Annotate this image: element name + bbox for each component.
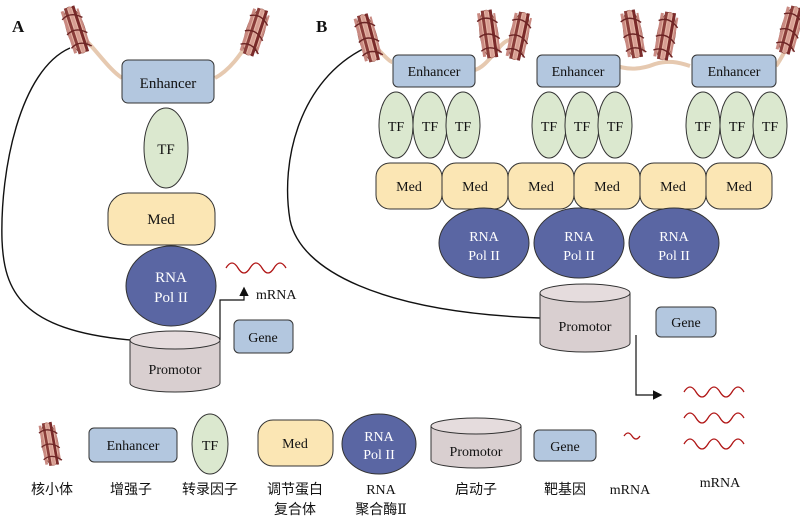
rna-pol-b-line1: RNA bbox=[659, 230, 689, 245]
legend-pol-line2: Pol II bbox=[363, 448, 395, 463]
enhancer-b-label: Enhancer bbox=[408, 65, 461, 80]
legend-caption-med-1: 调节蛋白 bbox=[267, 482, 323, 498]
legend-caption-pol-2: 聚合酶Ⅱ bbox=[355, 502, 407, 518]
rna-pol-b-line1: RNA bbox=[469, 230, 499, 245]
nucleosome-icon bbox=[773, 3, 800, 57]
legend-pol-swatch bbox=[341, 413, 417, 475]
legend-caption-med-2: 复合体 bbox=[274, 501, 316, 518]
rna-pol-b-line2: Pol II bbox=[563, 249, 595, 264]
rna-pol-b-line2: Pol II bbox=[658, 249, 690, 264]
promoter-a-label: Promotor bbox=[149, 363, 202, 378]
tf-b-group-1: TF TF TF bbox=[378, 91, 481, 159]
tf-b-label: TF bbox=[762, 120, 779, 135]
legend-caption-nucleosome: 核小体 bbox=[31, 482, 73, 498]
gene-a: Gene bbox=[233, 319, 294, 354]
rna-pol-b-line1: RNA bbox=[564, 230, 594, 245]
dna-connector-b-3 bbox=[611, 59, 691, 71]
tf-b-label: TF bbox=[695, 120, 712, 135]
med-b-label: Med bbox=[660, 180, 686, 195]
tf-b-label: TF bbox=[607, 120, 624, 135]
nucleosome-icon bbox=[618, 7, 648, 61]
rna-pol-ii-b-2: RNA Pol II bbox=[533, 207, 625, 279]
panel-b-label: B bbox=[316, 17, 327, 36]
legend-promoter-label: Promotor bbox=[450, 445, 503, 460]
legend: Enhancer TF Med RNA Pol II Promotor Gene… bbox=[31, 413, 651, 518]
mrna-wave-a bbox=[225, 262, 287, 274]
enhancer-b-2: Enhancer bbox=[536, 54, 621, 88]
med-b-label: Med bbox=[594, 180, 620, 195]
legend-tf-label: TF bbox=[202, 439, 219, 454]
promoter-b: Promotor bbox=[539, 283, 631, 353]
mrna-a-label: mRNA bbox=[256, 288, 297, 303]
gene-b-label: Gene bbox=[671, 316, 701, 331]
legend-tf-swatch bbox=[191, 413, 229, 475]
enhancer-b-label: Enhancer bbox=[552, 65, 605, 80]
enhancer-a-label: Enhancer bbox=[140, 76, 197, 92]
panel-a-label: A bbox=[12, 17, 25, 36]
gene-a-label: Gene bbox=[248, 331, 278, 346]
promoter-a: Promotor bbox=[129, 330, 221, 393]
nucleosome-icon bbox=[36, 420, 64, 468]
mrna-b-label: mRNA bbox=[700, 476, 741, 491]
legend-promoter-swatch bbox=[430, 417, 522, 469]
enhancer-b-1: Enhancer bbox=[392, 54, 476, 88]
nucleosome-icon bbox=[651, 9, 681, 63]
transcription-arrow-b bbox=[635, 335, 663, 400]
gene-b: Gene bbox=[655, 306, 717, 338]
enhancer-a: Enhancer bbox=[121, 59, 215, 104]
legend-caption-enhancer: 增强子 bbox=[110, 482, 152, 498]
nucleosome-icon bbox=[503, 9, 535, 63]
rna-pol-ii-a: RNA Pol II bbox=[125, 245, 217, 327]
legend-med-label: Med bbox=[282, 437, 308, 452]
med-b-label: Med bbox=[528, 180, 554, 195]
dna-strand-b bbox=[286, 47, 541, 319]
legend-enhancer-swatch bbox=[88, 427, 178, 463]
legend-caption-gene: 靶基因 bbox=[544, 481, 586, 498]
med-b-row: Med Med Med Med Med Med bbox=[375, 162, 773, 210]
dna-strand-a bbox=[1, 47, 131, 341]
legend-med-swatch bbox=[257, 419, 334, 467]
legend-caption-pol-1: RNA bbox=[366, 483, 396, 498]
tf-a-label: TF bbox=[157, 142, 175, 158]
med-b-label: Med bbox=[726, 180, 752, 195]
mrna-waves-b bbox=[683, 386, 745, 450]
rna-pol-a-line2: Pol II bbox=[154, 290, 188, 306]
legend-pol-line1: RNA bbox=[364, 430, 394, 445]
transcription-arrow-a bbox=[219, 286, 249, 340]
rna-pol-ii-b-1: RNA Pol II bbox=[438, 207, 530, 279]
rna-pol-b-line2: Pol II bbox=[468, 249, 500, 264]
enhancer-b-3: Enhancer bbox=[691, 54, 777, 88]
nucleosome-icon bbox=[58, 3, 94, 57]
legend-gene-label: Gene bbox=[550, 440, 580, 455]
med-b-label: Med bbox=[462, 180, 488, 195]
promoter-b-label: Promotor bbox=[559, 320, 612, 335]
tf-b-label: TF bbox=[574, 120, 591, 135]
tf-b-label: TF bbox=[541, 120, 558, 135]
tf-b-label: TF bbox=[455, 120, 472, 135]
med-b-label: Med bbox=[396, 180, 422, 195]
nucleosome-icon bbox=[351, 11, 385, 65]
tf-b-label: TF bbox=[422, 120, 439, 135]
legend-enhancer-label: Enhancer bbox=[107, 439, 160, 454]
med-a: Med bbox=[107, 192, 216, 246]
tf-a: TF bbox=[143, 107, 189, 189]
tf-b-label: TF bbox=[729, 120, 746, 135]
legend-gene-swatch bbox=[533, 429, 597, 462]
enhancer-b-label: Enhancer bbox=[708, 65, 761, 80]
legend-caption-tf: 转录因子 bbox=[182, 482, 238, 498]
rna-pol-a-line1: RNA bbox=[155, 270, 187, 286]
rna-pol-ii-b-3: RNA Pol II bbox=[628, 207, 720, 279]
legend-caption-mrna: mRNA bbox=[610, 483, 651, 498]
tf-b-group-3: TF TF TF bbox=[685, 91, 788, 159]
legend-mrna-swatch bbox=[623, 432, 641, 440]
med-a-label: Med bbox=[147, 212, 175, 228]
tf-b-label: TF bbox=[388, 120, 405, 135]
legend-caption-promoter: 启动子 bbox=[455, 482, 497, 498]
tf-b-group-2: TF TF TF bbox=[531, 91, 633, 159]
